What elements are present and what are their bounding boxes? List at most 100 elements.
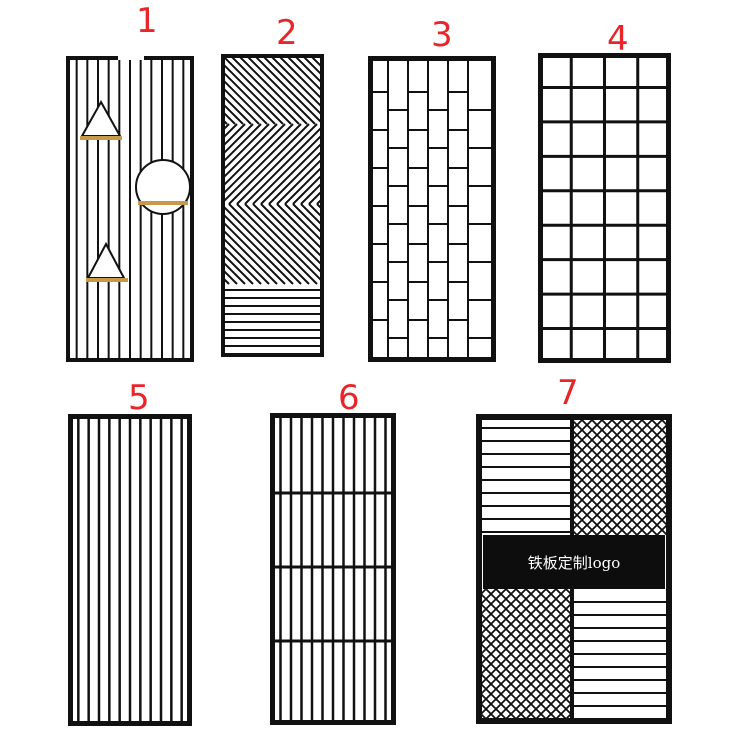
lattice-line <box>482 611 572 705</box>
diagonal-stripe <box>244 123 324 205</box>
diagonal-stripe <box>221 123 286 190</box>
screen-panel-2 <box>221 54 324 357</box>
diagonal-stripe <box>228 123 310 205</box>
diagonal-stripe <box>221 68 276 125</box>
diagonal-stripe <box>221 203 302 285</box>
diagonal-stripe <box>221 218 286 285</box>
diagonal-stripe <box>268 203 324 261</box>
lattice-line <box>482 663 537 718</box>
lattice-line <box>482 693 507 718</box>
diagonal-stripe <box>221 54 292 125</box>
screen-panel-7: 铁板定制logo <box>476 414 672 724</box>
diagonal-stripe <box>276 203 324 253</box>
diagonal-stripe <box>292 171 324 205</box>
diagonal-stripe <box>221 123 254 158</box>
lattice-line <box>482 589 527 635</box>
diagonal-stripe <box>252 203 324 277</box>
diagonal-stripe <box>221 92 252 125</box>
screen-panel-5 <box>68 414 192 726</box>
lattice-line <box>595 464 666 535</box>
lattice-line <box>482 683 517 718</box>
diagonal-stripe <box>300 179 324 205</box>
lattice-line <box>605 474 666 535</box>
lattice-line <box>482 653 547 718</box>
diagonal-stripe <box>221 250 254 285</box>
lattice-line <box>575 444 666 535</box>
diagonal-stripe <box>260 54 324 119</box>
panel-3-graphic <box>368 56 496 362</box>
diagonal-stripe <box>221 210 294 285</box>
panel-3-number: 3 <box>431 15 453 55</box>
lattice-line <box>515 589 572 647</box>
diagonal-stripe <box>276 155 324 205</box>
panel-4-number: 4 <box>607 19 629 59</box>
lattice-line <box>641 420 666 446</box>
outer-frame <box>270 413 396 725</box>
diagonal-stripe <box>221 123 294 198</box>
outer-frame <box>368 56 496 362</box>
diagonal-stripe <box>276 54 324 103</box>
lattice-line <box>482 589 547 655</box>
diagonal-stripe <box>244 54 316 125</box>
lattice-line <box>515 661 572 718</box>
lattice-line <box>482 589 507 615</box>
diagonal-stripe <box>221 123 262 166</box>
diagonal-stripe <box>268 54 324 111</box>
lattice-line <box>621 420 666 466</box>
lattice-line <box>585 454 666 535</box>
chevron-stripes <box>221 54 324 355</box>
lattice-line <box>545 589 572 617</box>
panel-2-number: 2 <box>276 13 298 53</box>
diagonal-stripe <box>244 203 324 285</box>
outer-frame <box>538 53 671 363</box>
lattice-line <box>482 601 572 695</box>
diagonal-stripe <box>221 123 270 174</box>
diagonal-stripe <box>292 54 324 87</box>
screen-panel-1 <box>66 56 194 362</box>
diagonal-stripe <box>228 203 310 285</box>
lattice-line <box>495 641 572 718</box>
lattice-line <box>545 691 572 718</box>
panel-5-graphic <box>68 414 192 726</box>
panel-6-number: 6 <box>338 378 360 418</box>
diagonal-stripe <box>221 234 270 285</box>
panel-4-graphic <box>538 53 671 363</box>
diagonal-stripe <box>300 203 324 229</box>
outer-frame <box>221 54 324 357</box>
diagonal-stripe <box>221 258 246 285</box>
diagonal-stripe <box>221 242 262 285</box>
panel-7-graphic: 铁板定制logo <box>476 414 672 724</box>
lattice-line <box>525 671 572 718</box>
lattice-line <box>635 504 666 535</box>
lattice-line <box>535 681 572 718</box>
lattice-line <box>535 589 572 627</box>
lattice-line <box>645 514 666 535</box>
lattice-line <box>525 589 572 637</box>
diagonal-stripe <box>300 54 324 79</box>
lattice-line <box>482 589 567 675</box>
diagonal-stripe <box>221 100 244 125</box>
diagonal-stripe <box>221 123 302 205</box>
frame-gap <box>118 56 144 60</box>
lattice-line <box>482 589 537 645</box>
diagonal-stripe <box>252 131 324 205</box>
lattice-line <box>482 591 572 685</box>
outer-frame <box>68 414 192 726</box>
lattice <box>482 589 572 718</box>
house-shelf <box>80 99 122 140</box>
lattice-line <box>485 631 572 718</box>
lattice-line <box>482 673 527 718</box>
logo-plate-text: 铁板定制logo <box>528 554 620 572</box>
panel-5-number: 5 <box>128 378 150 418</box>
lattice-line <box>482 589 517 625</box>
diagonal-stripe <box>260 203 324 269</box>
panel-1-number: 1 <box>136 1 158 41</box>
diagonal-stripe <box>236 203 318 285</box>
lattice-line <box>581 420 666 506</box>
diagonal-stripe <box>284 163 324 205</box>
lattice-line <box>615 484 666 535</box>
diagonal-stripe <box>221 76 268 125</box>
lattice-line <box>572 428 666 526</box>
diagonal-stripe <box>252 54 324 125</box>
diagonal-stripe <box>221 123 278 182</box>
